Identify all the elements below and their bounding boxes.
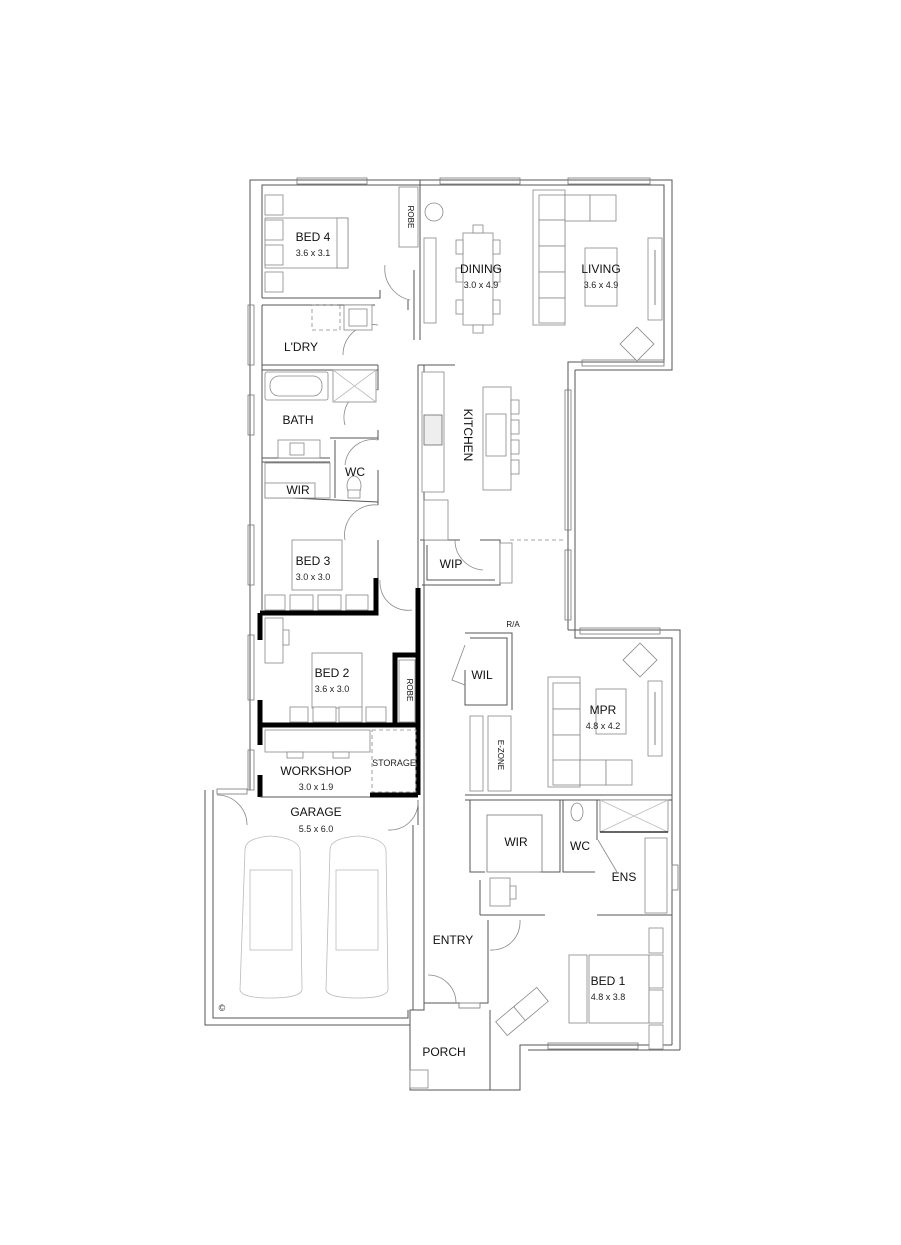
room-size-garage: 5.5 x 6.0 <box>299 824 334 834</box>
room-size-bed1: 4.8 x 3.8 <box>591 992 626 1002</box>
room-label-porch: PORCH <box>422 1045 465 1059</box>
room-label-laundry: L'DRY <box>284 340 318 354</box>
room-label-ens: ENS <box>612 870 637 884</box>
room-label-entry: ENTRY <box>433 933 473 947</box>
room-label-bed3: BED 3 <box>296 554 331 568</box>
room-label-ezone: E-ZONE <box>496 740 505 770</box>
room-label-robe2: ROBE <box>405 679 414 702</box>
room-size-dining: 3.0 x 4.9 <box>464 280 499 290</box>
room-labels: BED 4 3.6 x 3.1 ROBE DINING 3.0 x 4.9 LI… <box>219 206 637 1059</box>
room-label-bed1: BED 1 <box>591 974 626 988</box>
room-label-wc-hall: WC <box>345 465 365 479</box>
garage-cars <box>239 835 389 999</box>
room-label-mpr: MPR <box>590 703 617 717</box>
room-label-wc-ens: WC <box>570 839 590 853</box>
room-label-wil: WIL <box>471 668 493 682</box>
room-label-workshop: WORKSHOP <box>280 764 351 778</box>
room-size-mpr: 4.8 x 4.2 <box>586 721 621 731</box>
room-size-bed2: 3.6 x 3.0 <box>315 684 350 694</box>
room-label-robe4: ROBE <box>406 206 415 229</box>
room-label-living: LIVING <box>581 262 620 276</box>
room-label-wir3: WIR <box>286 483 310 497</box>
room-label-garage: GARAGE <box>290 805 341 819</box>
room-label-bed2: BED 2 <box>315 666 350 680</box>
room-size-bed3: 3.0 x 3.0 <box>296 572 331 582</box>
exterior-walls <box>247 177 681 1091</box>
room-label-bed4: BED 4 <box>296 230 331 244</box>
room-size-workshop: 3.0 x 1.9 <box>299 782 334 792</box>
room-label-kitchen: KITCHEN <box>461 409 475 462</box>
room-label-dining: DINING <box>460 262 502 276</box>
room-label-bath: BATH <box>282 413 313 427</box>
return-air-label: R/A <box>506 620 520 629</box>
copyright-symbol: © <box>219 1003 226 1013</box>
furniture <box>264 189 669 1089</box>
room-label-wip: WIP <box>440 557 463 571</box>
room-label-storage: STORAGE <box>372 758 416 768</box>
room-size-bed4: 3.6 x 3.1 <box>296 248 331 258</box>
doors <box>216 264 618 1004</box>
room-size-living: 3.6 x 4.9 <box>584 280 619 290</box>
room-label-wir1: WIR <box>504 835 528 849</box>
